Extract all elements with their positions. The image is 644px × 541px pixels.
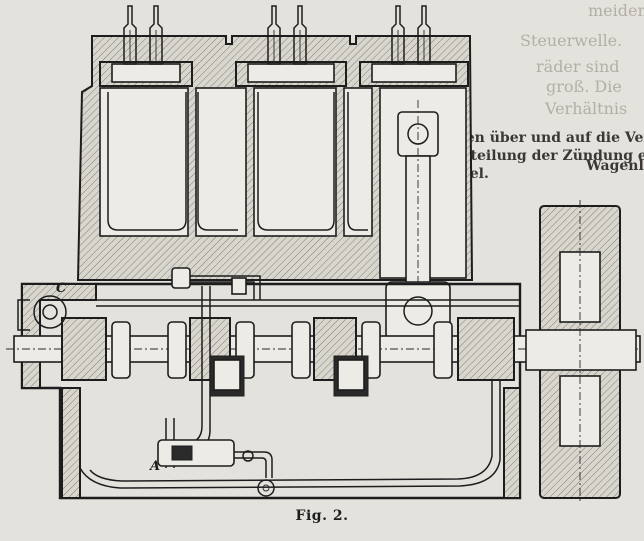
bleed-through-text: meiden Steuerwelle. räder sind groß. Die…: [520, 1, 644, 118]
bleed-line: Steuerwelle.: [520, 31, 622, 50]
main-bearing: [457, 317, 515, 381]
valve-chamber-1: [99, 61, 193, 87]
piston-1: [107, 92, 187, 231]
cylinder-block: [76, 5, 474, 281]
figure-caption: Fig. 2.: [295, 508, 349, 524]
bleed-line: meiden: [588, 1, 644, 20]
label-c: C: [56, 281, 67, 296]
crankcase: [20, 282, 522, 500]
main-bearing: [61, 317, 107, 381]
label-a: A: [148, 459, 160, 474]
spark-plugs: [123, 5, 431, 65]
cylinder-bore-3: [253, 87, 337, 237]
flywheel: [525, 200, 637, 504]
timing-gear-c: [17, 295, 67, 331]
bleed-line: Verhältnis: [544, 99, 627, 118]
bleed-line: groß. Die: [546, 77, 622, 96]
bleed-line: räder sind: [536, 57, 620, 76]
piston-3: [257, 92, 335, 231]
cylinder-bore-2: [195, 87, 247, 237]
piston-2: [197, 92, 238, 231]
overlay-line: Wagenle: [585, 158, 644, 174]
valve-chamber-3: [359, 61, 469, 87]
oil-pump-a: [157, 439, 273, 478]
cylinder-bore-1: [99, 87, 189, 237]
valve-chamber-2: [235, 61, 347, 87]
